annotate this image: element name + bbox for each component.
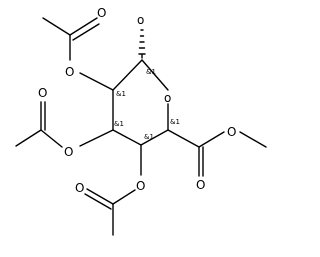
bond-c2-ester-o — [79, 72, 114, 91]
bond-c5-c4 — [140, 129, 169, 146]
bond-ester-c-o — [198, 131, 225, 148]
bond-carbonyl-double-bottom-1 — [86, 188, 114, 205]
atom-acetate-bottom-ester-o: O — [136, 179, 145, 193]
atom-labels: o o O O O O O O O O — [38, 6, 236, 195]
stereo-label-c2: &1 — [116, 90, 126, 98]
methyl-ester-group — [167, 129, 267, 177]
bond-o-methyl — [239, 131, 267, 148]
bond-c4-c3 — [112, 129, 142, 146]
c1-hydroxyl-hashed-bond — [138, 29, 146, 59]
bond-ester-o-carbonyl-c-mid — [40, 129, 63, 148]
atom-methyl-ester-carbonyl-o: O — [196, 178, 205, 192]
ring-bonds — [112, 59, 169, 146]
atom-acetate-bottom-carbonyl-o: O — [75, 181, 84, 195]
atom-ring-oxygen: o — [164, 91, 171, 105]
stereo-labels: &1 &1 &1 &1 &1 — [114, 68, 180, 141]
stereo-label-c3: &1 — [114, 120, 124, 128]
bond-carbonyl-c-methyl-mid — [15, 129, 42, 147]
atom-acetate-mid-carbonyl-o: O — [38, 86, 47, 100]
bond-carbonyl-double-bottom-2 — [84, 193, 112, 210]
bond-carbonyl-c-methyl — [42, 17, 71, 36]
bond-c3-ester-o — [79, 129, 114, 147]
stereo-label-c1: &1 — [146, 68, 156, 76]
atom-acetate-mid-ester-o: O — [64, 145, 73, 159]
acetate-bottom-group — [84, 144, 142, 236]
acetate-top-group — [42, 17, 114, 91]
bond-carbonyl-double-2 — [72, 23, 100, 41]
acetate-middle-group — [15, 101, 114, 148]
stereo-label-c4: &1 — [144, 133, 154, 141]
bond-c1-ring-o — [141, 59, 169, 91]
atom-acetate-top-ester-o: O — [65, 65, 74, 79]
bond-carbonyl-double-1 — [69, 17, 98, 36]
stereo-label-c5: &1 — [170, 118, 180, 126]
bond-c2-c1 — [112, 59, 143, 91]
atom-hydroxyl: o — [137, 13, 144, 27]
bond-ester-o-carbonyl-c-bottom — [112, 189, 136, 205]
atom-acetate-top-carbonyl-o: O — [97, 6, 106, 20]
molecule-structure: o o O O O O O O O O &1 &1 &1 &1 &1 — [15, 6, 267, 236]
atom-methyl-ester-o: O — [227, 125, 236, 139]
bond-c5-ester-c — [167, 129, 200, 148]
